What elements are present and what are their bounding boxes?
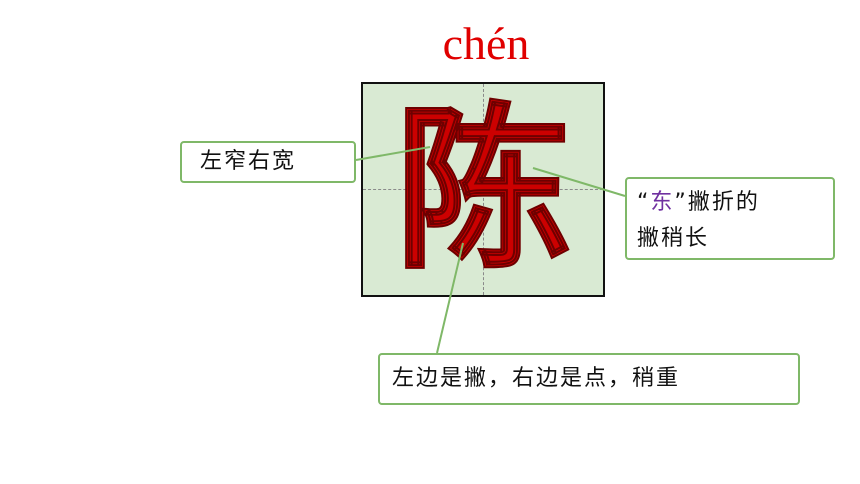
chinese-character: 陈 (394, 85, 572, 293)
callout-left-narrow-right-wide: 左窄右宽 (180, 141, 356, 183)
callout-dong-pie: “东”撇折的 撇稍长 (625, 177, 835, 260)
callout-right-line-2: 撇稍长 (637, 226, 710, 251)
callout-stroke-note: 左边是撇，右边是点，稍重 (378, 353, 800, 405)
pinyin-label: chén (442, 18, 530, 69)
callout-left-text: 左窄右宽 (200, 149, 297, 174)
highlight-character: 东 (650, 190, 675, 215)
callout-right-line-1-rest: 撇折的 (687, 190, 760, 215)
callout-right-line-1: “东”撇折的 (637, 185, 825, 221)
grid-horizontal-guide (363, 189, 603, 190)
writing-grid: 陈 (361, 82, 605, 297)
open-quote: “ (637, 190, 651, 215)
close-quote: ” (674, 190, 688, 215)
callout-bottom-text: 左边是撇，右边是点，稍重 (392, 366, 681, 391)
